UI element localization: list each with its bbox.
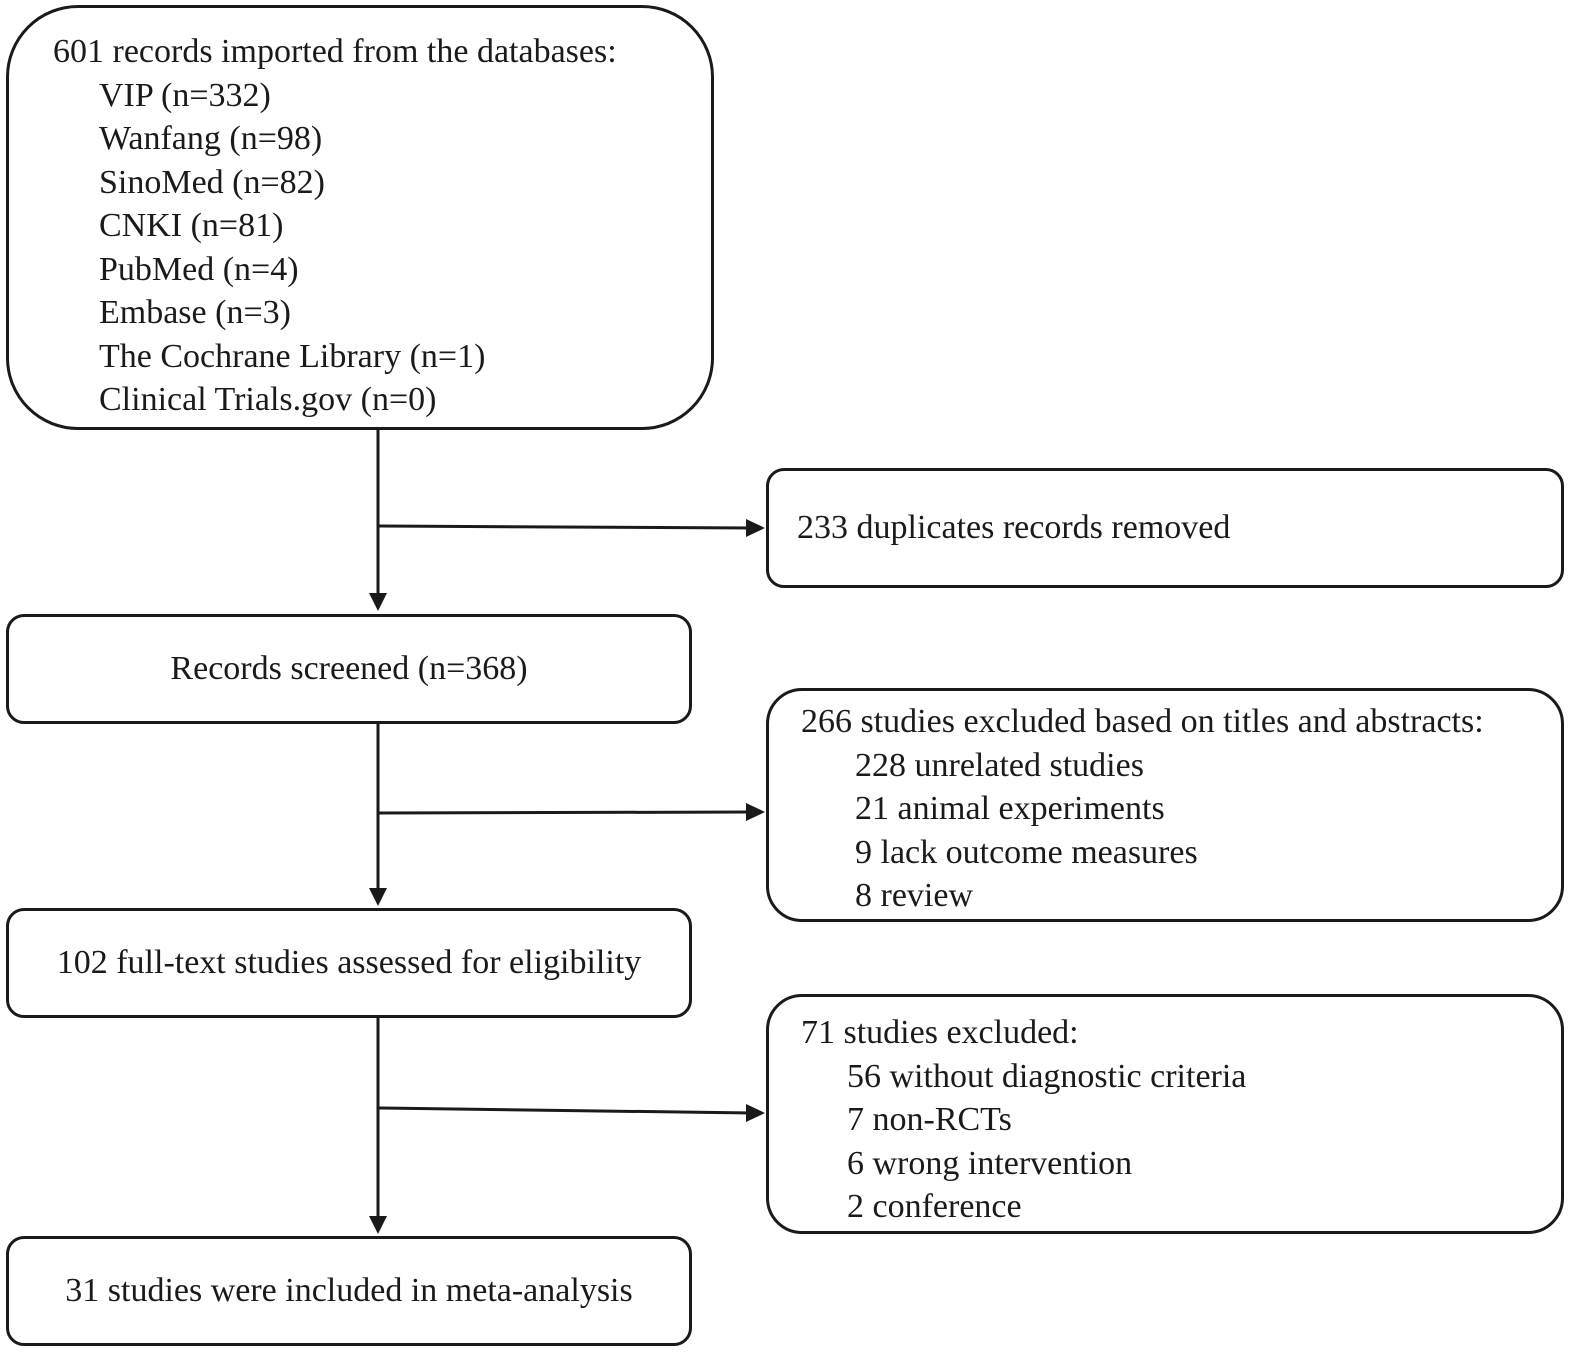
exclusion-reason-item: 9 lack outcome measures xyxy=(855,833,1198,871)
exclusion-reason-item: 56 without diagnostic criteria xyxy=(847,1057,1247,1095)
studies-included-box: 31 studies were included in meta-analysi… xyxy=(6,1236,692,1346)
exclusion-reason-item: 2 conference xyxy=(847,1188,1022,1225)
studies-included-text: 31 studies were included in meta-analysi… xyxy=(65,1272,633,1310)
exclusion-reason-item: 6 wrong intervention xyxy=(847,1144,1133,1182)
duplicates-removed-box: 233 duplicates records removed xyxy=(766,468,1564,588)
fulltext-exclusion-box: 71 studies excluded: 56 without diagnost… xyxy=(766,994,1564,1234)
arrowhead-branch-title-abstract xyxy=(746,803,765,821)
exclusion-reason-item: 7 non-RCTs xyxy=(847,1101,1012,1138)
database-source-item: Clinical Trials.gov (n=0) xyxy=(99,381,437,418)
database-source-item: VIP (n=332) xyxy=(99,76,271,114)
records-screened-text: Records screened (n=368) xyxy=(170,650,528,688)
arrowhead-branch-fulltext-exclusion xyxy=(746,1104,765,1122)
database-source-item: CNKI (n=81) xyxy=(99,207,284,244)
title-abstract-exclusion-heading: 266 studies excluded based on titles and… xyxy=(801,703,1484,740)
exclusion-reason-item: 21 animal experiments xyxy=(855,790,1165,827)
records-imported-heading: 601 records imported from the databases: xyxy=(53,33,617,70)
duplicates-removed-text: 233 duplicates records removed xyxy=(797,509,1231,547)
fulltext-assessed-text: 102 full-text studies assessed for eligi… xyxy=(56,944,642,982)
arrowhead-import-to-screened xyxy=(369,593,387,611)
fulltext-assessed-box: 102 full-text studies assessed for eligi… xyxy=(6,908,692,1018)
database-source-item: SinoMed (n=82) xyxy=(99,163,325,201)
database-source-item: The Cochrane Library (n=1) xyxy=(99,337,486,375)
title-abstract-exclusion-box: 266 studies excluded based on titles and… xyxy=(766,688,1564,922)
database-source-item: Embase (n=3) xyxy=(99,294,291,331)
exclusion-reason-item: 8 review xyxy=(855,877,974,914)
arrowhead-fulltext-to-included xyxy=(369,1216,387,1234)
arrow-branch-fulltext-exclusion xyxy=(377,1106,753,1115)
records-imported-box: 601 records imported from the databases:… xyxy=(6,5,714,430)
arrow-branch-duplicates xyxy=(377,524,753,530)
fulltext-exclusion-heading: 71 studies excluded: xyxy=(801,1014,1079,1051)
database-source-item: Wanfang (n=98) xyxy=(99,120,323,157)
exclusion-reason-item: 228 unrelated studies xyxy=(855,746,1144,784)
arrowhead-screened-to-fulltext xyxy=(369,888,387,906)
database-source-item: PubMed (n=4) xyxy=(99,250,299,288)
records-screened-box: Records screened (n=368) xyxy=(6,614,692,724)
arrow-branch-title-abstract xyxy=(377,810,753,815)
arrowhead-branch-duplicates xyxy=(746,519,765,537)
